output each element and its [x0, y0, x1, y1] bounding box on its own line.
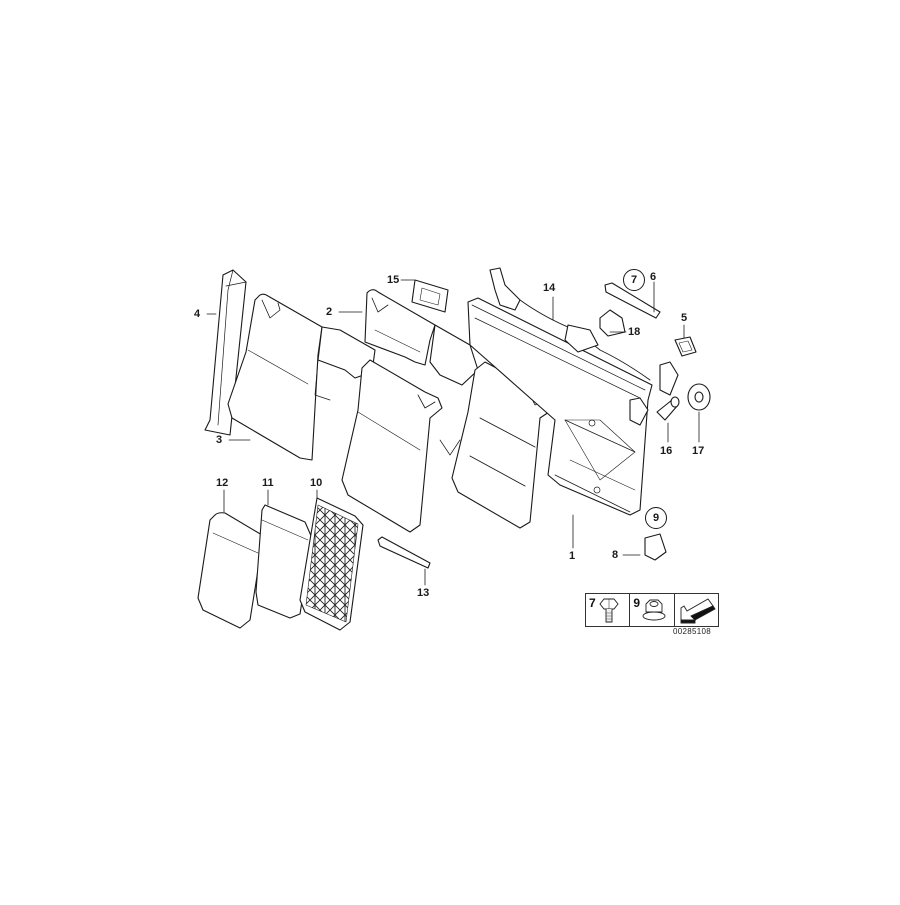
legend-cell-bolt: 7 — [586, 594, 631, 626]
callout-7-circled: 7 — [623, 269, 645, 291]
callout-3: 3 — [216, 434, 223, 446]
callout-9-circled: 9 — [645, 507, 667, 529]
callout-14: 14 — [543, 282, 556, 294]
callout-4: 4 — [194, 308, 201, 320]
callout-13: 13 — [417, 587, 430, 599]
part-11-foam-pad — [255, 504, 313, 619]
part-5-cover-cap — [674, 336, 697, 357]
callout-11: 11 — [262, 477, 274, 489]
part-8-hinge-bracket — [644, 533, 667, 561]
flange-nut-icon — [642, 599, 666, 621]
callout-8: 8 — [612, 549, 619, 561]
callout-6: 6 — [650, 271, 657, 283]
callout-2: 2 — [326, 306, 333, 318]
part-14-release-cable — [519, 299, 651, 381]
part-6-latch-strip — [604, 282, 661, 319]
hardware-legend: 7 9 — [585, 593, 719, 627]
part-2-backrest-cover-center — [364, 289, 479, 386]
legend-cell-nut: 9 — [630, 594, 675, 626]
part-15-bracket-plate — [411, 279, 449, 313]
callout-18: 18 — [628, 326, 641, 338]
callout-16: 16 — [660, 445, 673, 457]
part-16-bolt — [656, 396, 680, 421]
part-3-backrest-cover-left — [227, 293, 323, 461]
part-17-washer — [687, 383, 711, 411]
backrest-panel-middle — [341, 359, 461, 533]
part-13-mounting-rail — [377, 536, 431, 569]
callout-17: 17 — [692, 445, 705, 457]
leader-lines — [206, 279, 700, 586]
callout-1: 1 — [569, 550, 576, 562]
legend-cell-arrow — [675, 594, 718, 626]
frame-latches — [489, 267, 679, 426]
callout-10: 10 — [310, 477, 323, 489]
part-12-seat-cushion-cover — [197, 512, 263, 629]
direction-arrow-icon — [680, 598, 716, 624]
callout-12: 12 — [216, 477, 229, 489]
part-1-backrest-frame — [467, 297, 653, 516]
part-10-lattice-mat — [299, 497, 364, 631]
callout-15: 15 — [387, 274, 400, 286]
hex-bolt-icon — [599, 598, 619, 623]
part-4-side-bolster — [204, 269, 247, 436]
callout-5: 5 — [681, 312, 688, 324]
diagram-id: 00285108 — [673, 627, 711, 636]
